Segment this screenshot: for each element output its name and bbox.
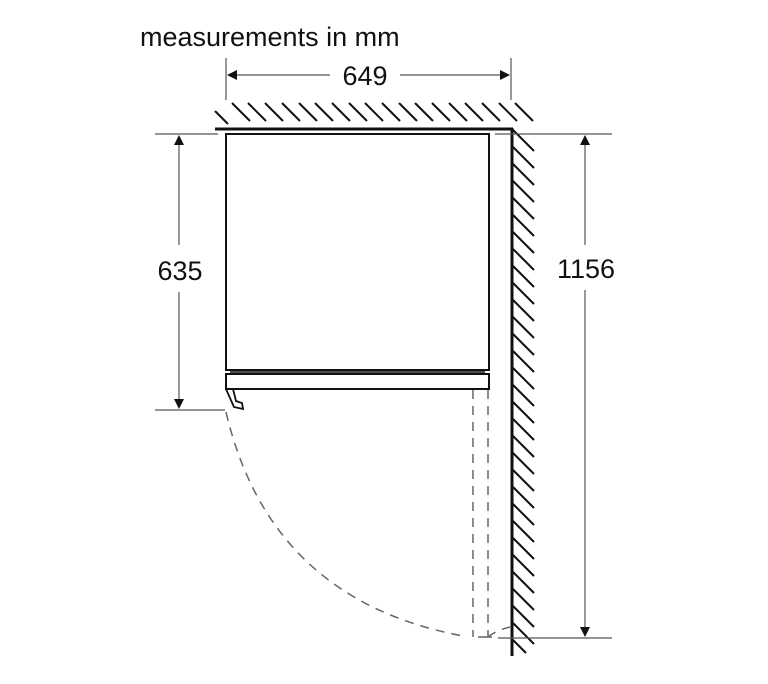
- diagram-title: measurements in mm: [140, 22, 400, 52]
- open-door-dimension: 1156: [495, 133, 615, 639]
- width-dimension: 649: [225, 58, 512, 100]
- depth-value: 635: [157, 256, 202, 286]
- appliance-door: [225, 373, 490, 411]
- top-wall-hatch: [214, 102, 534, 131]
- appliance-body: [225, 133, 490, 373]
- depth-dimension: 635: [155, 133, 225, 411]
- width-value: 649: [342, 61, 387, 91]
- open-depth-value: 1156: [557, 254, 615, 284]
- door-swing-arc: [225, 390, 511, 638]
- right-wall-hatch: [510, 128, 535, 656]
